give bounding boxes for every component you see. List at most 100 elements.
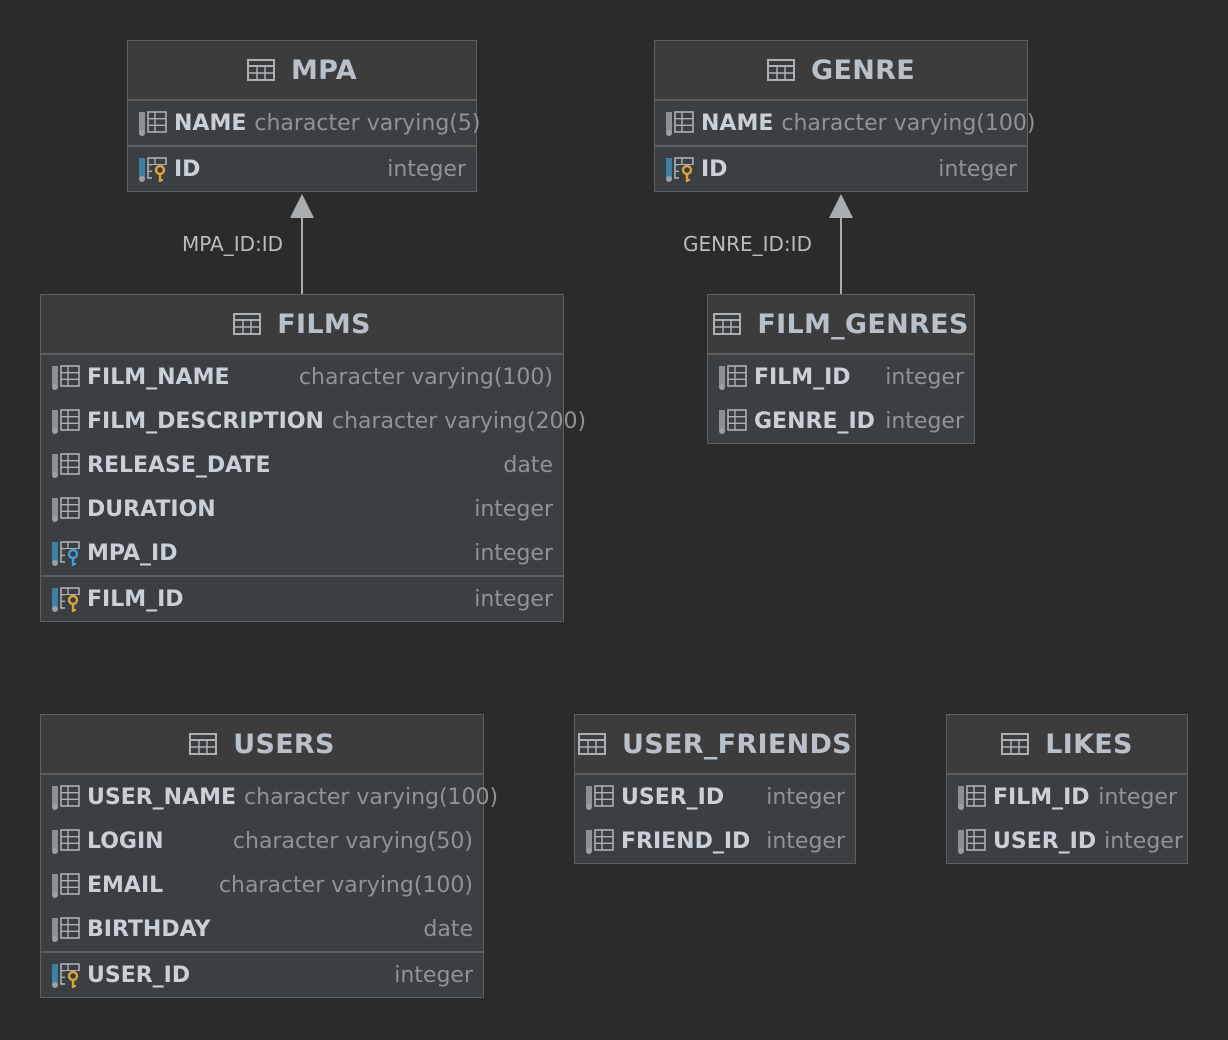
column-icon	[138, 109, 170, 137]
table-header[interactable]: LIKES	[947, 715, 1187, 775]
column-icon	[585, 783, 617, 811]
table-title: LIKES	[1045, 728, 1133, 760]
column-row-friend-id[interactable]: FRIEND_ID integer	[575, 819, 855, 863]
column-icon	[585, 827, 617, 855]
column-name: NAME	[701, 110, 774, 136]
relation-arrowhead-genre	[829, 194, 853, 218]
table-title: USERS	[233, 728, 335, 760]
table-header[interactable]: USERS	[41, 715, 483, 775]
column-type: integer	[387, 156, 466, 182]
column-type: character varying(100)	[218, 872, 473, 898]
table-header[interactable]: FILM_GENRES	[708, 295, 974, 355]
column-icon	[51, 451, 83, 479]
relation-label-genre: GENRE_ID:ID	[683, 232, 812, 256]
column-type: integer	[474, 586, 553, 612]
column-type: character varying(100)	[244, 784, 499, 810]
column-row-duration[interactable]: DURATION integer	[41, 487, 563, 531]
table-icon	[578, 732, 607, 756]
relation-label-mpa: MPA_ID:ID	[182, 232, 284, 256]
column-row-birthday[interactable]: BIRTHDAY date	[41, 907, 483, 951]
column-icon	[665, 109, 697, 137]
column-icon	[718, 407, 750, 435]
column-type: character varying(200)	[331, 408, 587, 434]
column-type: date	[423, 916, 473, 942]
column-icon	[718, 363, 750, 391]
table-users[interactable]: USERS USER_NAME character varying(100) LOGI…	[40, 714, 498, 998]
column-name: USER_ID	[993, 828, 1097, 854]
column-name: NAME	[174, 110, 247, 136]
column-type: integer	[474, 540, 553, 566]
column-type: integer	[885, 408, 964, 434]
table-title: GENRE	[811, 54, 915, 86]
column-name: DURATION	[87, 496, 216, 522]
column-name: GENRE_ID	[754, 408, 875, 434]
table-header[interactable]: GENRE	[655, 41, 1027, 101]
column-name: USER_NAME	[87, 784, 237, 810]
column-name: RELEASE_DATE	[87, 452, 271, 478]
table-icon	[247, 58, 275, 82]
column-type: integer	[885, 364, 964, 390]
column-type: integer	[766, 784, 845, 810]
table-icon	[233, 312, 262, 336]
table-header[interactable]: USER_FRIENDS	[575, 715, 855, 775]
table-icon	[189, 732, 218, 756]
column-icon	[51, 915, 83, 943]
table-header[interactable]: FILMS	[41, 295, 563, 355]
column-type: integer	[1098, 784, 1177, 810]
table-header[interactable]: MPA	[128, 41, 476, 101]
column-name: USER_ID	[87, 962, 191, 988]
columns-section: NAME character varying(5)	[128, 101, 480, 145]
column-type: character varying(5)	[254, 110, 481, 136]
column-row-name[interactable]: NAME character varying(5)	[128, 101, 480, 145]
column-icon	[51, 363, 83, 391]
table-title: USER_FRIENDS	[622, 728, 852, 760]
column-name: FRIEND_ID	[621, 828, 751, 854]
column-row-user-name[interactable]: USER_NAME character varying(100)	[41, 775, 498, 819]
primary-key-icon	[51, 961, 83, 989]
primary-key-icon	[138, 155, 170, 183]
column-type: character varying(100)	[298, 364, 553, 390]
column-icon	[957, 827, 989, 855]
column-row-user-id[interactable]: USER_ID integer	[947, 819, 1187, 863]
column-row-film-id[interactable]: FILM_ID integer	[708, 355, 974, 399]
column-icon	[957, 783, 989, 811]
column-icon	[51, 871, 83, 899]
table-icon	[713, 312, 742, 336]
column-name: BIRTHDAY	[87, 916, 211, 942]
column-name: FILM_ID	[754, 364, 851, 390]
column-name: ID	[701, 156, 728, 182]
column-row-user-id[interactable]: USER_ID integer	[575, 775, 855, 819]
column-name: USER_ID	[621, 784, 725, 810]
column-type: integer	[766, 828, 845, 854]
column-type: integer	[1104, 828, 1183, 854]
table-icon	[1001, 732, 1030, 756]
column-row-genre-id[interactable]: GENRE_ID integer	[708, 399, 974, 443]
column-type: integer	[474, 496, 553, 522]
foreign-key-icon	[51, 539, 83, 567]
